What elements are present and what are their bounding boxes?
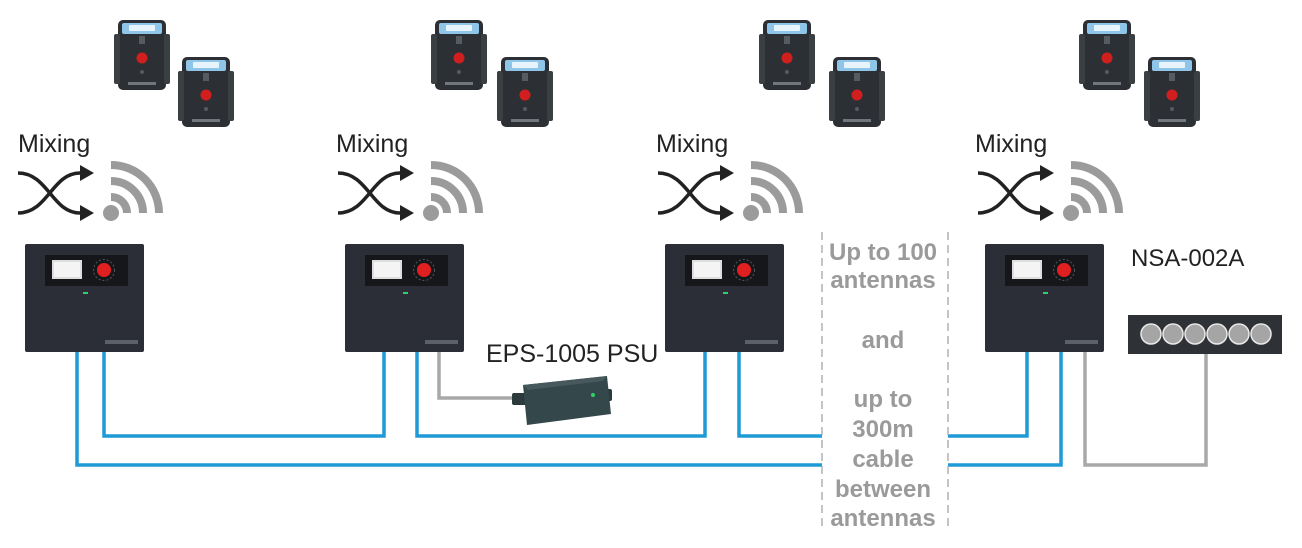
data-cables (75, 352, 1063, 467)
network-switch-icon (1128, 315, 1282, 354)
power-cables (437, 352, 1208, 467)
note-line: and (861, 327, 905, 354)
antenna-unit-icon (344, 243, 465, 353)
bodypack-icon (1144, 57, 1200, 127)
wifi-signal-icon (423, 165, 479, 221)
switch-label: NSA-002A (1131, 245, 1245, 272)
note-line: 300m (852, 416, 914, 443)
wifi-signal-icon (1063, 165, 1119, 221)
bodypack-icon (759, 20, 815, 90)
bodypack-icon (178, 57, 234, 127)
mixing-arrows-icon (656, 163, 736, 223)
mixing-label: Mixing (656, 130, 729, 158)
bodypack-icon (1079, 20, 1135, 90)
mixing-label: Mixing (18, 130, 91, 158)
bodypack-icon (829, 57, 885, 127)
note-line: cable (852, 446, 914, 473)
antenna-unit-icon (664, 243, 785, 353)
power-supply-icon (512, 376, 612, 425)
mixing-arrows-icon (976, 163, 1056, 223)
note-line: antennas (830, 267, 936, 294)
wifi-signal-icon (103, 165, 159, 221)
wifi-signal-icon (743, 165, 799, 221)
antenna-unit-icon (24, 243, 145, 353)
mixing-label: Mixing (975, 130, 1048, 158)
bodypack-icon (431, 20, 487, 90)
bodypack-icon (497, 57, 553, 127)
note-line: Up to 100 (828, 239, 938, 266)
note-line: antennas (830, 505, 936, 532)
mixing-label: Mixing (336, 130, 409, 158)
psu-label: EPS-1005 PSU (486, 340, 659, 368)
mixing-arrows-icon (16, 163, 96, 223)
note-line: up to (853, 386, 913, 413)
bodypack-icon (114, 20, 170, 90)
note-line: between (834, 476, 932, 503)
antenna-unit-icon (984, 243, 1105, 353)
mixing-arrows-icon (336, 163, 416, 223)
